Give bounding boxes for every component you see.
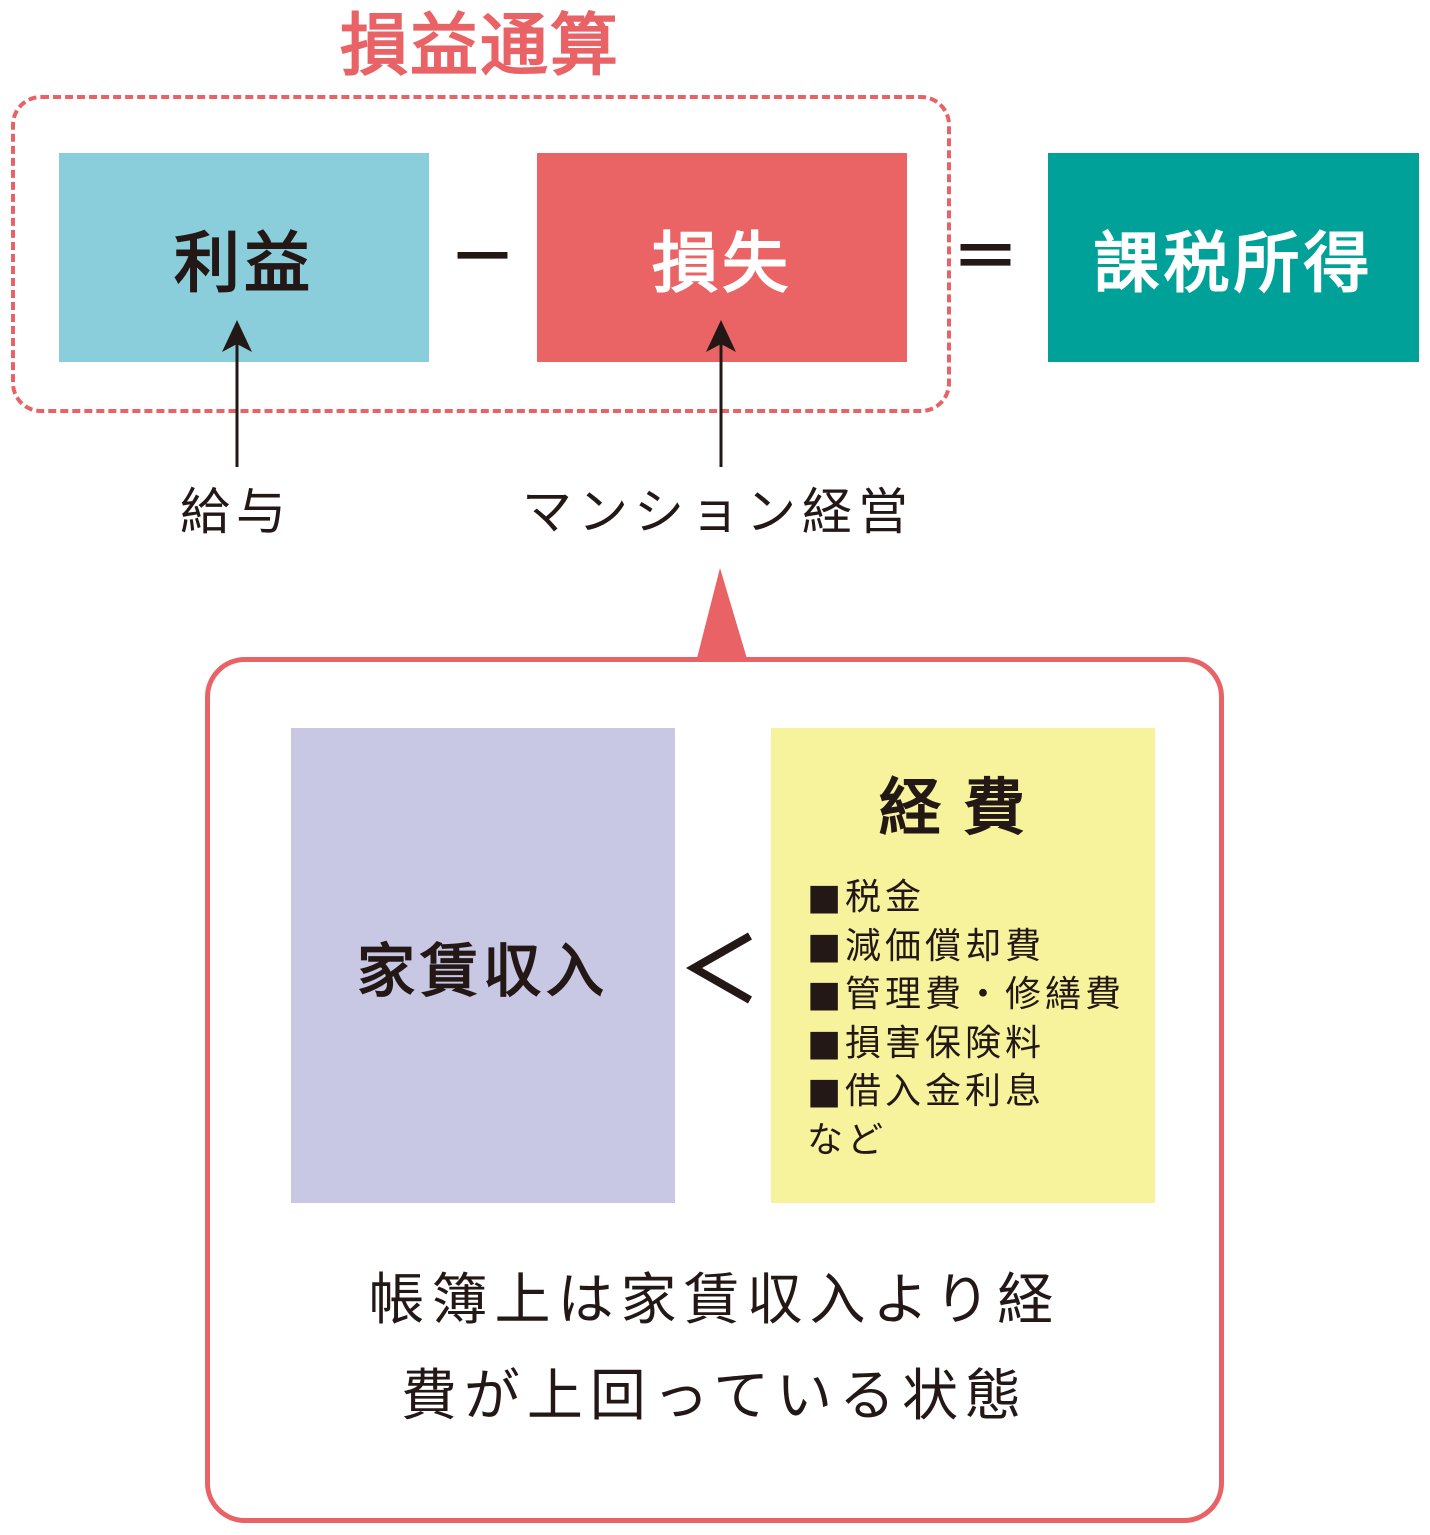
- salary-label: 給与: [180, 483, 292, 541]
- callout-pointer: [696, 568, 748, 662]
- taxable-income-label: 課税所得: [1093, 224, 1374, 302]
- expense-item: ■減価償却費: [807, 925, 1046, 967]
- salary-arrow-head: [222, 320, 252, 352]
- minus-sign: －: [449, 218, 516, 296]
- expenses-box: 経費 ■税金 ■減価償却費 ■管理費・修繕費 ■損害保険料 ■借入金利息 など: [771, 728, 1155, 1203]
- expense-item: ■損害保険料: [807, 1022, 1046, 1064]
- equals-sign: ＝: [952, 218, 1019, 296]
- mansion-detail-callout: [205, 657, 1224, 1523]
- loss-offset-frame: [11, 95, 951, 413]
- mansion-arrow-head: [706, 320, 736, 352]
- rent-income-label: 家賃収入: [356, 936, 609, 1005]
- loss-label: 損失: [652, 224, 792, 302]
- loss-box: 損失: [537, 153, 907, 362]
- expenses-title: 経費: [878, 771, 1047, 844]
- profit-label: 利益: [174, 224, 314, 302]
- profit-box: 利益: [59, 153, 429, 362]
- expense-item: ■借入金利息: [807, 1071, 1046, 1112]
- expense-item: ■税金: [807, 877, 926, 918]
- expense-item: ■管理費・修繕費: [807, 974, 1126, 1015]
- expenses-list: ■税金 ■減価償却費 ■管理費・修繕費 ■損害保険料 ■借入金利息 など: [807, 874, 1125, 1165]
- caption: 帳簿上は家賃収入より経 費が上回っている状態: [205, 1253, 1224, 1445]
- mansion-label: マンション経営: [522, 483, 914, 541]
- expense-item: など: [807, 1119, 888, 1161]
- less-than-sign: <: [685, 932, 752, 1004]
- caption-line-1: 帳簿上は家賃収入より経: [368, 1268, 1061, 1333]
- rent-income-box: 家賃収入: [291, 728, 675, 1203]
- taxable-income-box: 課税所得: [1048, 153, 1419, 362]
- caption-line-2: 費が上回っている状態: [400, 1364, 1029, 1429]
- diagram-title: 損益通算: [339, 7, 620, 86]
